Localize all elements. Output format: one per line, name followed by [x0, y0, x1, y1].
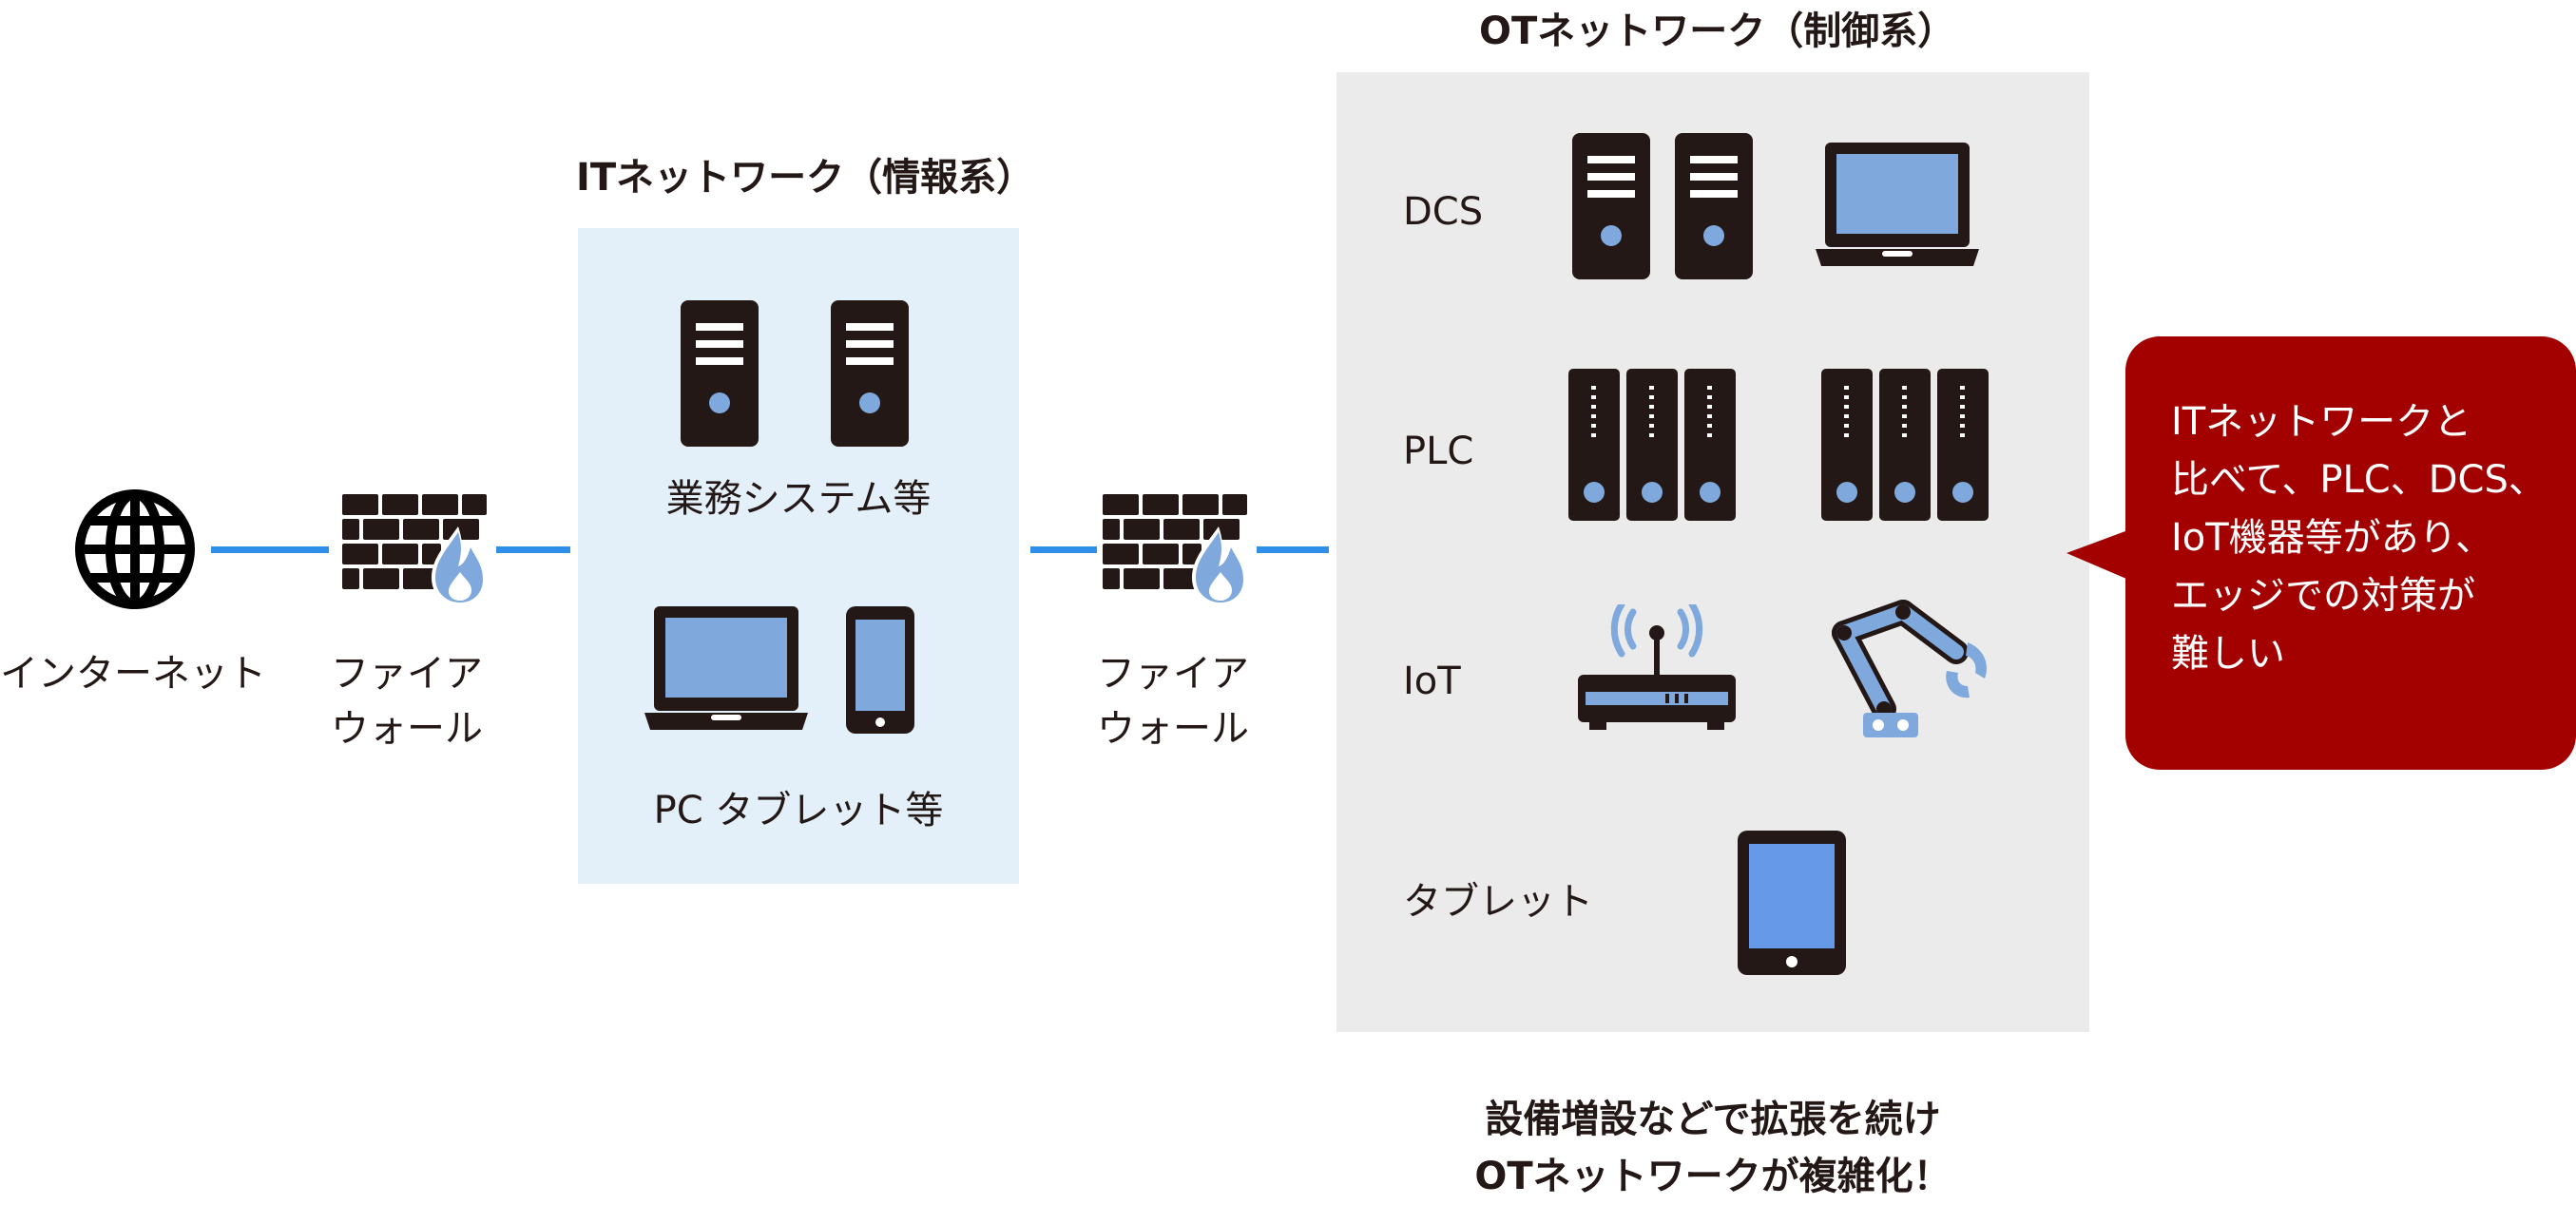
- link-it-firewall: [1030, 546, 1097, 553]
- firewall-left-label: ファイア ウォール: [321, 646, 492, 756]
- ot-network-title: OTネットワーク（制御系）: [1479, 10, 1956, 53]
- firewall-icon: [1103, 494, 1251, 608]
- callout-pointer: [2067, 528, 2133, 582]
- smartphone-icon: [846, 606, 914, 734]
- it-devices-label: PC タブレット等: [653, 789, 944, 832]
- it-network-panel: [578, 228, 1019, 884]
- callout-line: エッジでの対策が: [2171, 574, 2475, 618]
- it-network-title: ITネットワーク（情報系）: [576, 156, 1035, 200]
- laptop-icon: [644, 606, 808, 734]
- callout-line: 難しい: [2171, 632, 2285, 676]
- router-icon: [1578, 604, 1736, 736]
- server-icon: [831, 300, 909, 447]
- link-firewall-it: [496, 546, 570, 553]
- bottom-note-line1: 設備増設などで拡張を続け: [1485, 1098, 1941, 1141]
- bottom-note-line2: OTネットワークが複雑化！: [1474, 1155, 1951, 1198]
- internet-label: インターネット: [0, 652, 266, 696]
- firewall-right-label-line2: ウォール: [1097, 707, 1249, 751]
- server-icon: [681, 300, 759, 447]
- it-servers-label: 業務システム等: [665, 477, 932, 521]
- callout-line: 比べて、PLC、DCS、: [2171, 458, 2547, 502]
- link-internet-firewall: [211, 546, 329, 553]
- callout-bubble: ITネットワークと 比べて、PLC、DCS、 IoT機器等があり、 エッジでの対…: [2125, 336, 2576, 770]
- firewall-left-label-line1: ファイア: [331, 652, 483, 696]
- callout-line: IoT機器等があり、: [2171, 516, 2494, 560]
- ot-row-label-dcs: DCS: [1403, 190, 1484, 234]
- ot-row-label-plc: PLC: [1403, 430, 1474, 473]
- tablet-icon: [1738, 831, 1846, 975]
- server-icon: [1675, 133, 1753, 279]
- firewall-icon: [342, 494, 490, 608]
- callout-line: ITネットワークと: [2171, 400, 2472, 444]
- laptop-icon: [1816, 143, 1979, 270]
- server-icon: [1572, 133, 1650, 279]
- globe-icon: [72, 487, 198, 612]
- ot-row-label-tablet: タブレット: [1403, 880, 1593, 924]
- firewall-left-label-line2: ウォール: [331, 707, 483, 751]
- link-firewall-ot: [1257, 546, 1329, 553]
- plc-rack-icon: [1568, 369, 1736, 521]
- firewall-right-label-line1: ファイア: [1097, 652, 1249, 696]
- ot-row-label-iot: IoT: [1403, 660, 1461, 703]
- bottom-note: 設備増設などで拡張を続け OTネットワークが複雑化！: [1336, 1091, 2089, 1205]
- firewall-right-label: ファイア ウォール: [1087, 646, 1259, 756]
- plc-rack-icon: [1821, 369, 1989, 521]
- robot-arm-icon: [1825, 591, 1992, 739]
